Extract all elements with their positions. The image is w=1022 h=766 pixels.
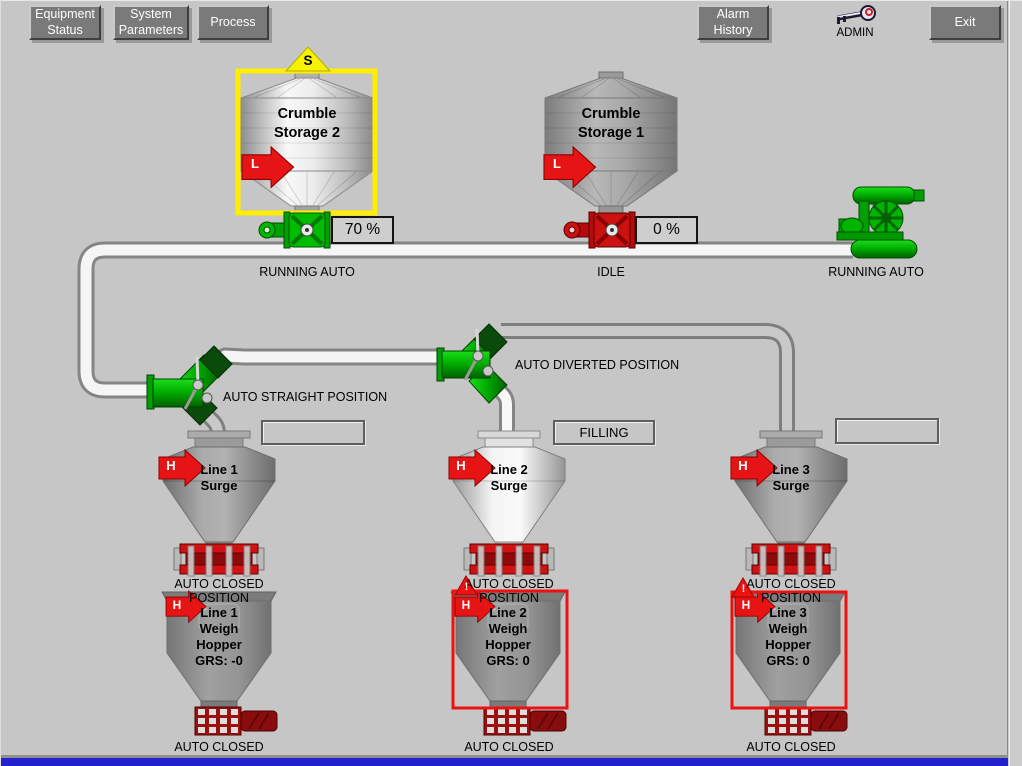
- storage2-title: Crumble Storage 2: [273, 106, 341, 141]
- alarm-outline-weigh2: [451, 589, 569, 710]
- alarm-exclamation-line2: !: [464, 581, 469, 593]
- line1-surge-status-box: [261, 420, 365, 445]
- window-right-edge-highlight: [1009, 1, 1010, 766]
- storage-silo-1[interactable]: [543, 71, 679, 215]
- alarm-exclamation-line3: !: [741, 583, 746, 595]
- diverter1-position-label: AUTO STRAIGHT POSITION: [223, 390, 388, 404]
- equipment-status-button[interactable]: Equipment Status: [29, 5, 101, 40]
- weigh3-title: Line 3 Weigh Hopper GRS: 0: [765, 605, 811, 668]
- surge-gate-valve-2[interactable]: [463, 543, 555, 577]
- alarm-triangle-line2: [454, 575, 478, 596]
- storage2-level-letter: L: [251, 156, 259, 171]
- rotary-valve-storage1[interactable]: [563, 211, 636, 249]
- surge2-title: Line 2 Surge: [490, 462, 528, 493]
- line2-surge-status-box: FILLING: [553, 420, 655, 445]
- storage1-speed-value: 0 %: [635, 216, 698, 244]
- storage2-status: RUNNING AUTO: [259, 265, 355, 279]
- surge1-gate-position: AUTO CLOSED POSITION: [174, 577, 264, 605]
- window-right-edge: [1007, 1, 1022, 766]
- storage2-select-letter: S: [303, 53, 313, 68]
- surge2-gate-position: AUTO CLOSED POSITION: [464, 577, 554, 605]
- weigh-feeder-3[interactable]: [764, 706, 848, 736]
- surge2-level-letter: H: [456, 458, 466, 473]
- diverter-valve-1[interactable]: [146, 345, 233, 426]
- surge3-level-letter: H: [738, 458, 748, 473]
- alarm-history-button[interactable]: Alarm History: [697, 5, 769, 40]
- exit-button[interactable]: Exit: [929, 5, 1001, 40]
- surge-gate-valve-3[interactable]: [745, 543, 837, 577]
- taskbar-edge: [1, 758, 1008, 766]
- alarm-outline-weigh3: [730, 590, 848, 710]
- storage-silo-2[interactable]: [239, 71, 375, 215]
- weigh3-level-letter: H: [741, 598, 751, 612]
- surge3-title: Line 3 Surge: [772, 462, 810, 493]
- storage1-level-letter: L: [553, 156, 561, 171]
- blower-status: RUNNING AUTO: [828, 265, 924, 279]
- diverter-valve-2[interactable]: [436, 323, 508, 404]
- logged-in-user: ADMIN: [836, 27, 874, 39]
- window-bottom-divider: [1, 755, 1008, 758]
- blower-package[interactable]: [836, 186, 925, 259]
- surge1-title: Line 1 Surge: [200, 462, 238, 493]
- process-button[interactable]: Process: [197, 5, 269, 40]
- weigh2-level-letter: H: [461, 598, 471, 612]
- alarm-triangle-line3: [731, 577, 755, 598]
- surge1-level-letter: H: [166, 458, 176, 473]
- storage2-speed-value: 70 %: [331, 216, 394, 244]
- surge-gate-valve-1[interactable]: [173, 543, 265, 577]
- weigh2-title: Line 2 Weigh Hopper GRS: 0: [485, 605, 531, 668]
- weigh-feeder-1[interactable]: [194, 706, 278, 736]
- line3-surge-status-box: [835, 418, 939, 444]
- diverter2-position-label: AUTO DIVERTED POSITION: [515, 358, 680, 372]
- surge3-gate-position: AUTO CLOSED POSITION: [746, 577, 836, 605]
- storage1-status: IDLE: [597, 265, 625, 279]
- weigh1-title: Line 1 Weigh Hopper GRS: -0: [195, 605, 243, 668]
- weigh1-level-letter: H: [172, 598, 182, 612]
- rotary-valve-storage2[interactable]: [258, 211, 331, 249]
- key-icon: [837, 5, 876, 24]
- storage1-title: Crumble Storage 1: [577, 106, 645, 141]
- weigh-feeder-2[interactable]: [483, 706, 567, 736]
- system-parameters-button[interactable]: System Parameters: [113, 5, 189, 40]
